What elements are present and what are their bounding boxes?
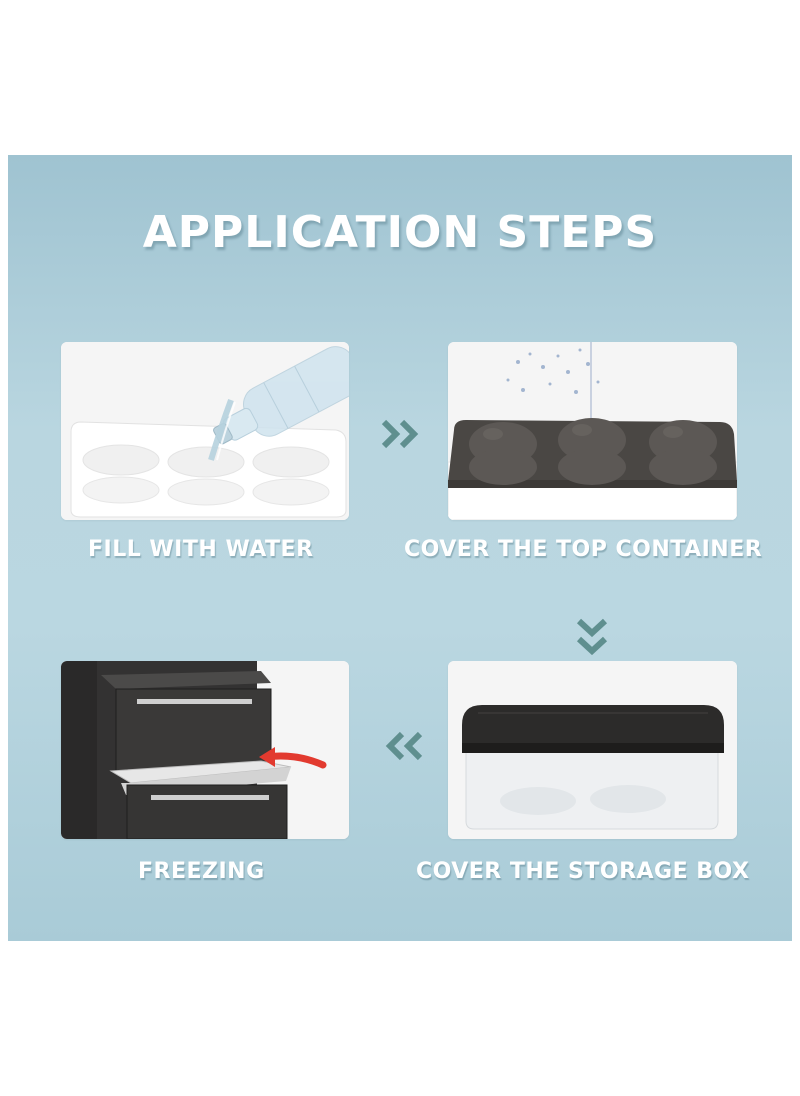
double-chevron-left-icon <box>385 731 423 761</box>
instruction-panel: APPLICATION STEPS FILL WITH <box>8 155 792 941</box>
step-cover-top-label: COVER THE TOP CONTAINER <box>404 537 763 562</box>
step-freezing-image <box>61 661 349 839</box>
step-cover-box-image <box>448 661 737 839</box>
step-freezing-label: FREEZING <box>138 859 265 884</box>
double-chevron-down-icon <box>576 618 608 656</box>
step-fill-label: FILL WITH WATER <box>88 537 314 562</box>
ice-mold-illustration <box>448 342 737 520</box>
water-bottle-tray-illustration <box>61 342 349 520</box>
storage-box-illustration <box>448 661 737 839</box>
double-chevron-right-icon <box>381 419 419 449</box>
step-cover-box-label: COVER THE STORAGE BOX <box>416 859 750 884</box>
freezer-drawer-illustration <box>61 661 349 839</box>
page-title: APPLICATION STEPS <box>142 207 658 258</box>
step-cover-top-image <box>448 342 737 520</box>
step-fill-image <box>61 342 349 520</box>
